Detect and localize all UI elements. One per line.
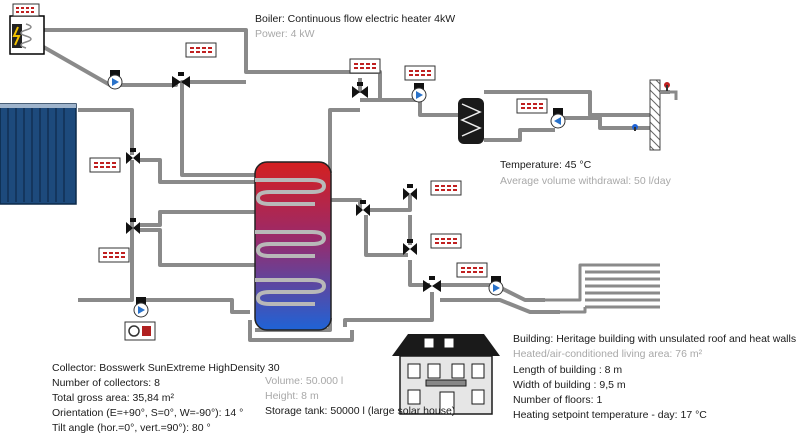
valve-hot-water[interactable]: [352, 82, 368, 98]
collector-count: Number of collectors: 8: [52, 377, 160, 389]
solar-collector[interactable]: [0, 103, 77, 205]
pump-boiler[interactable]: [107, 70, 123, 90]
hot-water-tap-icon: [660, 82, 678, 100]
controller-heating-2[interactable]: [430, 233, 462, 249]
building-floors: Number of floors: 1: [513, 394, 603, 406]
hot-water-temperature: Temperature: 45 °C: [500, 159, 592, 171]
storage-tank-label: Storage tank: 50000 l (large solar house…: [265, 405, 456, 417]
thermostat-panel[interactable]: [124, 321, 156, 341]
building-length: Length of building : 8 m: [513, 364, 623, 376]
valve-collector-top[interactable]: [126, 148, 140, 164]
controller-circulation[interactable]: [516, 98, 548, 114]
controller-collector[interactable]: [89, 157, 121, 173]
pump-circulation[interactable]: [550, 108, 566, 129]
valve-heating-1[interactable]: [403, 184, 417, 200]
pump-hot-water[interactable]: [411, 83, 427, 103]
collector-name: Collector: Bosswerk SunExtreme HighDensi…: [52, 362, 280, 374]
hot-water-withdrawal: Average volume withdrawal: 50 l/day: [500, 175, 671, 187]
building-wall: [649, 79, 661, 151]
building-type: Building: Heritage building with unsulat…: [513, 333, 797, 345]
collector-orientation: Orientation (E=+90°, S=0°, W=-90°): 14 °: [52, 407, 244, 419]
valve-heating-3[interactable]: [423, 276, 441, 292]
controller-heating-1[interactable]: [430, 180, 462, 196]
boiler-title: Boiler: Continuous flow electric heater …: [255, 13, 456, 25]
collector-gross-area: Total gross area: 35,84 m²: [52, 392, 174, 404]
collector-tilt: Tilt angle (hor.=0°, vert.=90°): 80 °: [52, 422, 211, 434]
storage-volume: Volume: 50.000 l: [265, 375, 344, 387]
boiler-unit[interactable]: [9, 15, 45, 55]
controller-collector-2[interactable]: [98, 247, 130, 263]
cold-water-tap-icon: [632, 124, 638, 131]
valve-heating-2[interactable]: [403, 239, 417, 255]
controller-heating-3[interactable]: [456, 262, 488, 278]
building-setpoint: Heating setpoint temperature - day: 17 °…: [513, 409, 707, 421]
pump-collector[interactable]: [133, 297, 149, 318]
building-width: Width of building : 9,5 m: [513, 379, 626, 391]
building-living-area: Heated/air-conditioned living area: 76 m…: [513, 348, 703, 360]
storage-tank[interactable]: [254, 161, 332, 331]
pump-heating[interactable]: [488, 276, 504, 296]
house-icon: [392, 334, 500, 415]
storage-height: Height: 8 m: [265, 390, 319, 402]
controller-display: [12, 3, 40, 17]
controller-hot-water-1[interactable]: [349, 58, 381, 74]
heat-exchanger[interactable]: [458, 98, 484, 144]
valve-boiler[interactable]: [172, 72, 190, 88]
valve-collector-bottom[interactable]: [126, 218, 140, 234]
controller-hot-water-2[interactable]: [404, 65, 436, 81]
controller-boiler[interactable]: [185, 42, 217, 58]
valve-storage-mid[interactable]: [356, 200, 370, 216]
boiler-power: Power: 4 kW: [255, 28, 315, 40]
